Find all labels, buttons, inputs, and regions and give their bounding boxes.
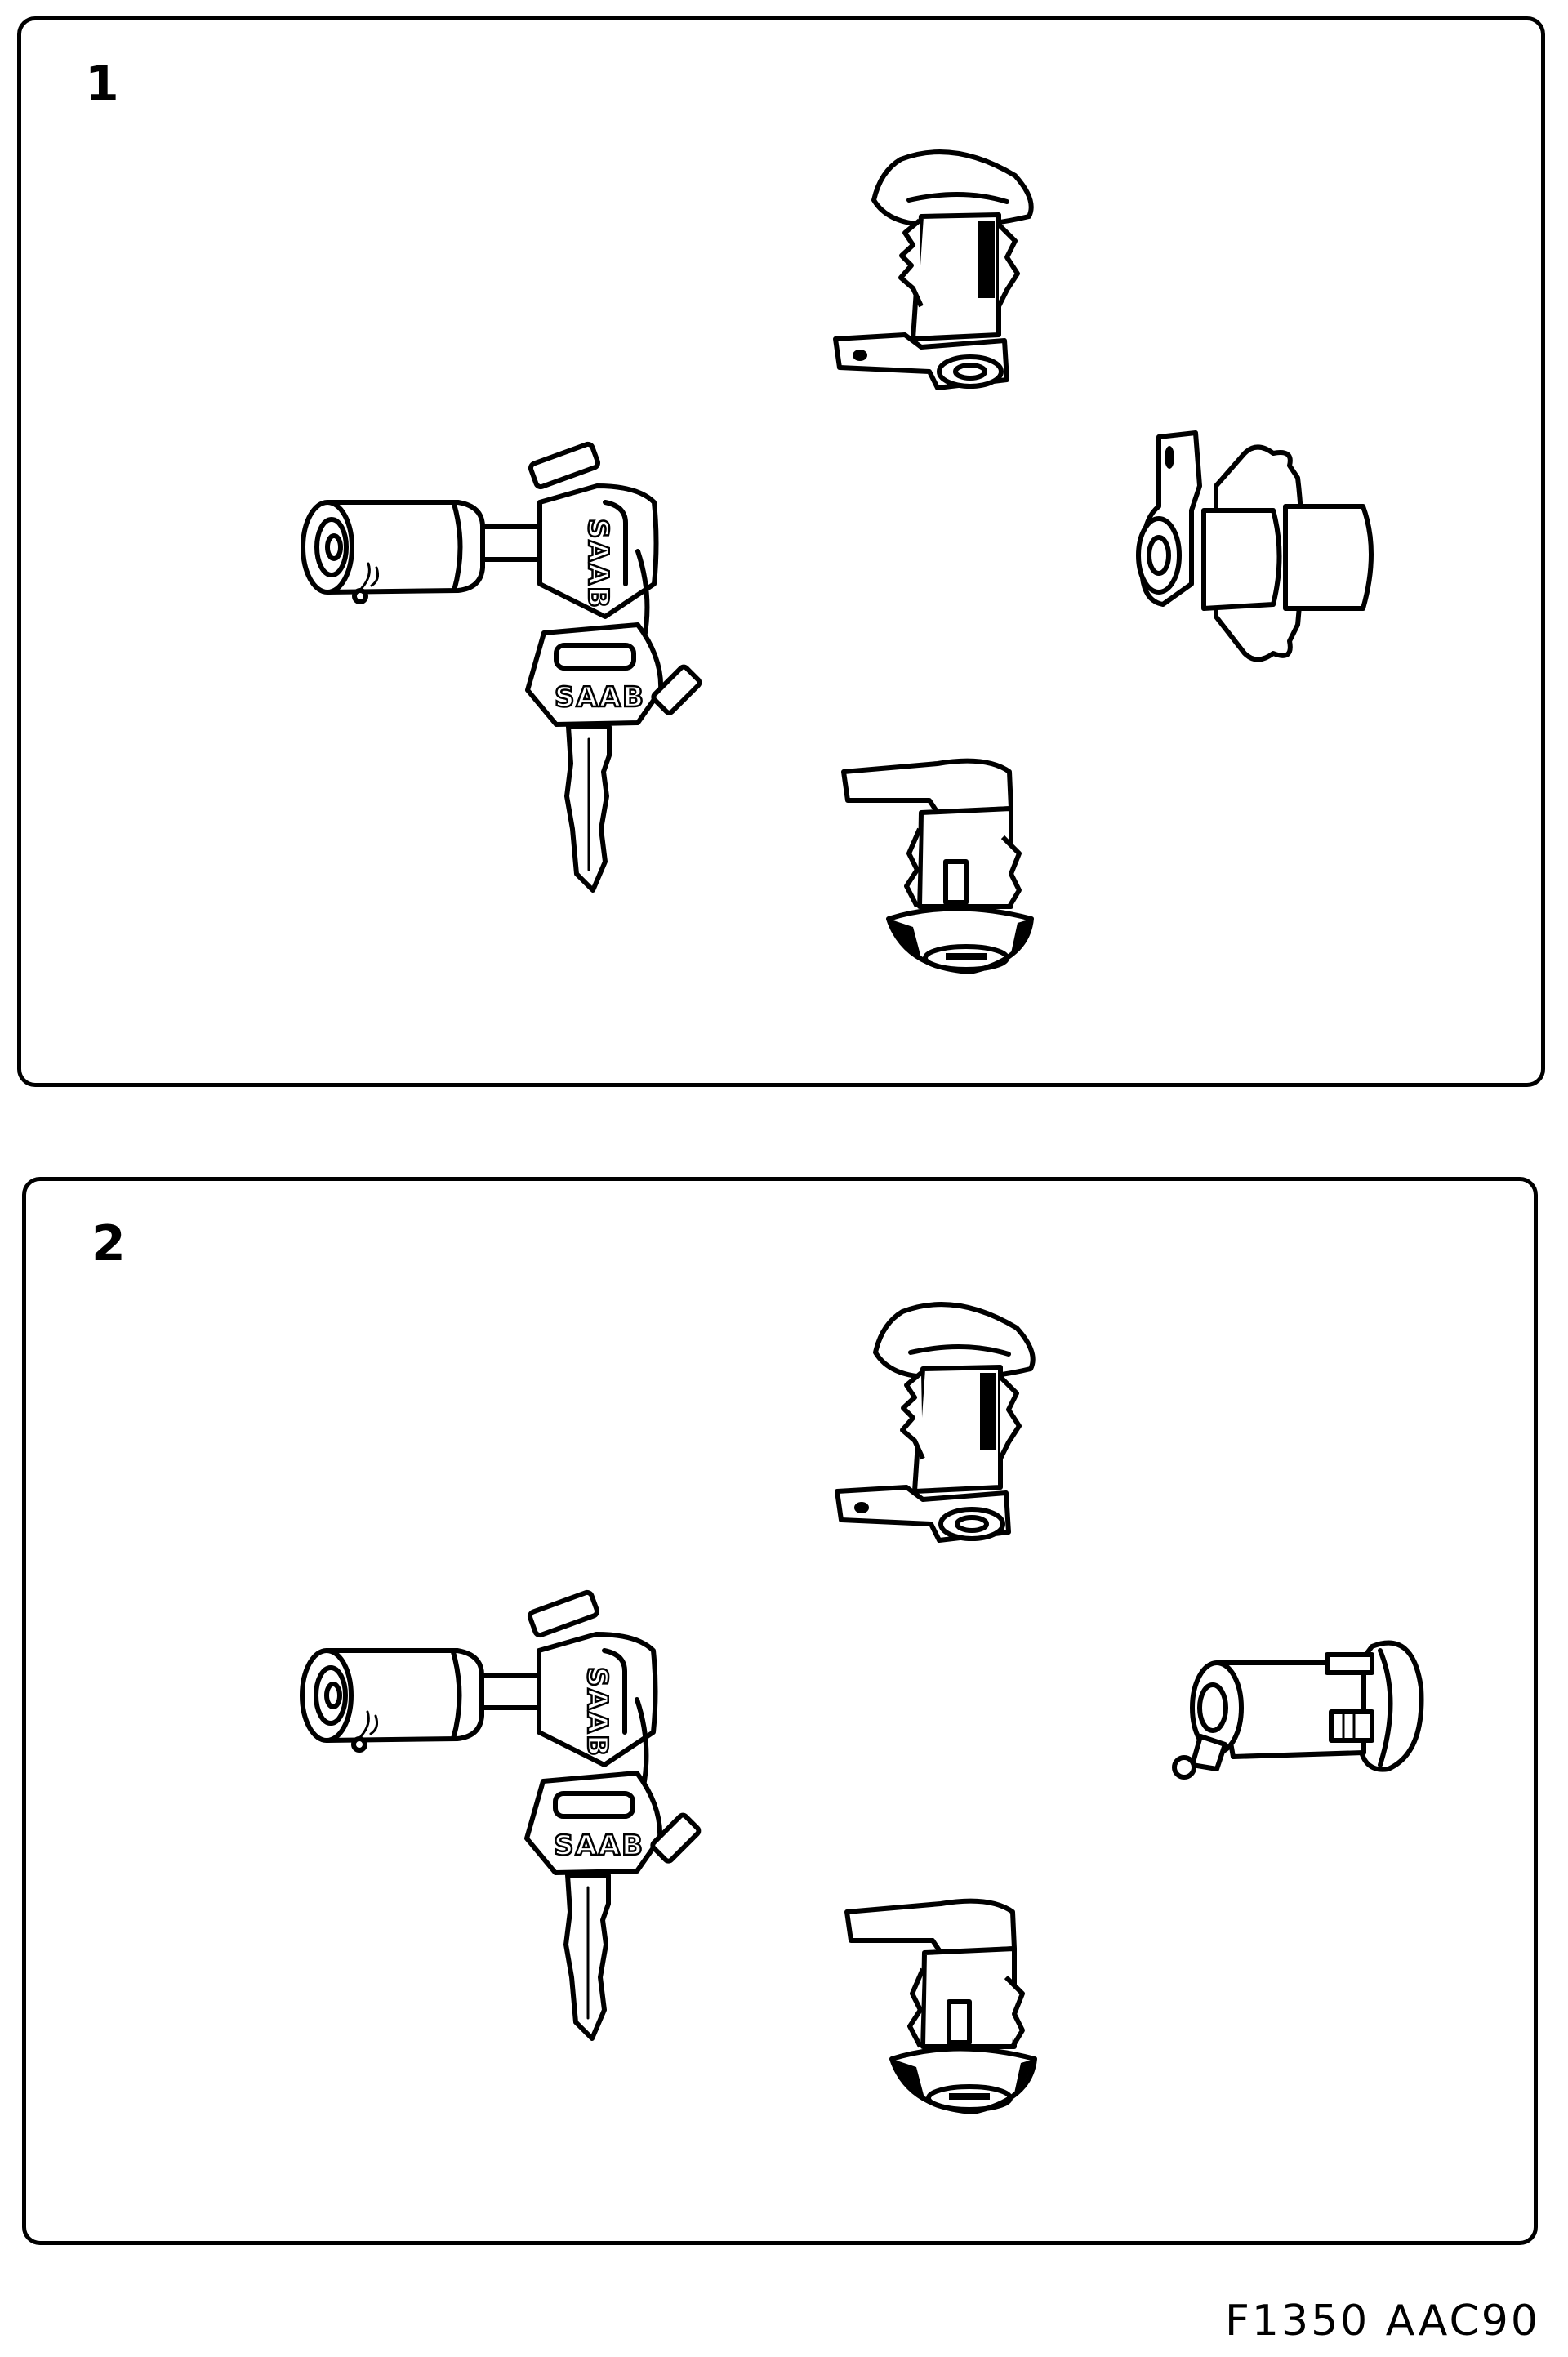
door-lock-cylinder-upper-icon [825, 1295, 1037, 1548]
ignition-lock-with-keys-icon: SAAB SAAB [295, 441, 719, 935]
tailgate-lock-cylinder-icon [1130, 421, 1383, 690]
panel-2: 2 SAAB [22, 1177, 1538, 2245]
panel-1: 1 SAAB [17, 16, 1545, 1087]
key-brand-text: SAAB [581, 1667, 613, 1758]
figure-code: F1350 AAC90 [1225, 2297, 1540, 2346]
key-brand-text: SAAB [555, 681, 645, 714]
door-lock-cylinder-lower-icon [823, 739, 1036, 976]
panel-number: 1 [85, 56, 119, 113]
door-lock-cylinder-lower-icon [826, 1879, 1039, 2116]
tailgate-lock-cylinder-icon [1143, 1622, 1454, 1785]
key-brand-text: SAAB [554, 1829, 644, 1862]
door-lock-cylinder-upper-icon [823, 143, 1036, 396]
ignition-lock-with-keys-icon: SAAB SAAB [294, 1589, 719, 2100]
key-brand-text: SAAB [581, 519, 614, 609]
panel-number: 2 [91, 1215, 126, 1272]
